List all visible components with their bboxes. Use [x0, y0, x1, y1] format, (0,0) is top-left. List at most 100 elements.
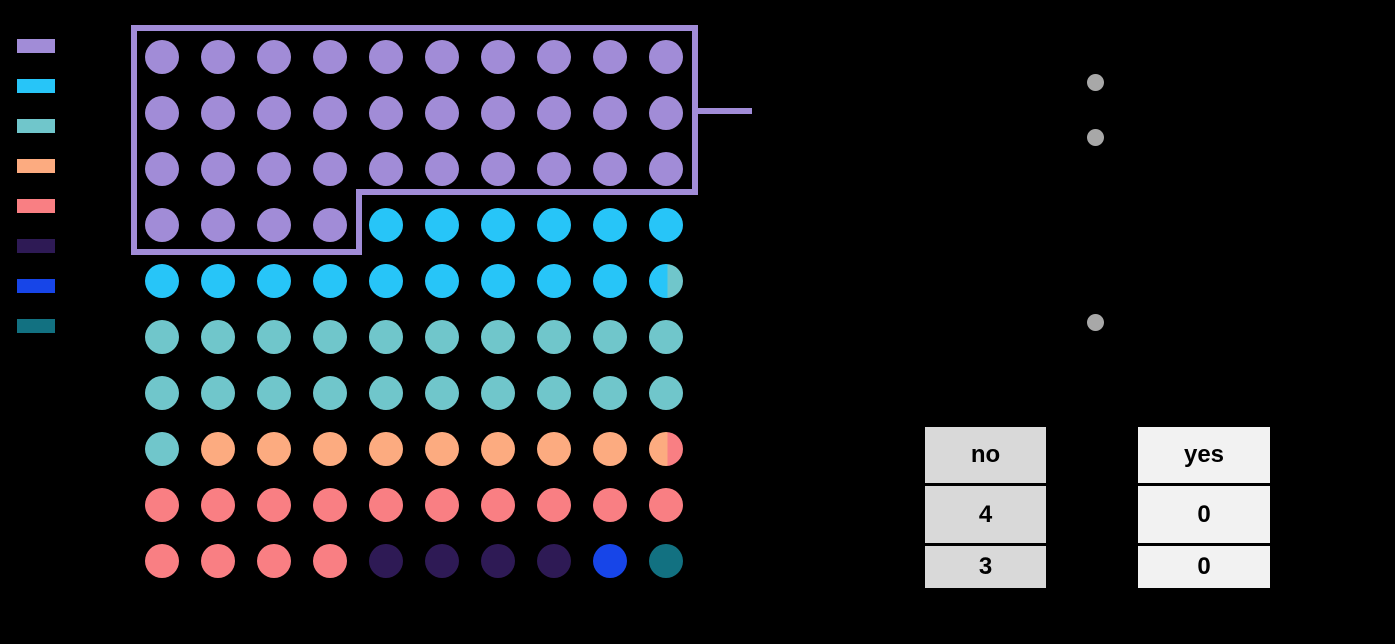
waffle-dot-purple	[649, 40, 683, 74]
waffle-dot-purple	[537, 96, 571, 130]
waffle-dot-cyan	[257, 264, 291, 298]
table-no-value-1: 4	[925, 486, 1046, 546]
waffle-dot-purple	[145, 152, 179, 186]
waffle-dot-orange	[425, 432, 459, 466]
table-yes-header: yes	[1138, 427, 1270, 486]
waffle-dot-purple	[313, 208, 347, 242]
waffle-dot-teal	[593, 376, 627, 410]
waffle-dot-teal	[481, 320, 515, 354]
waffle-dot-cyan	[425, 208, 459, 242]
waffle-dot-cyan	[481, 264, 515, 298]
waffle-dot-orange	[369, 432, 403, 466]
waffle-dot-orange	[537, 432, 571, 466]
waffle-dot-purple	[313, 40, 347, 74]
waffle-dot-purple	[257, 40, 291, 74]
waffle-dot-salmon	[201, 488, 235, 522]
waffle-dot-purple	[257, 96, 291, 130]
waffle-dot-teal	[257, 376, 291, 410]
table-no-header: no	[925, 427, 1046, 486]
waffle-dot-cyan	[425, 264, 459, 298]
waffle-dot-cyan	[369, 208, 403, 242]
waffle-dot-purple	[593, 96, 627, 130]
waffle-dot-split-cyan-teal	[649, 264, 683, 298]
legend-swatch-cyan	[17, 79, 55, 93]
waffle-dot-salmon	[313, 544, 347, 578]
waffle-dot-purple	[481, 96, 515, 130]
waffle-dot-dark_teal	[649, 544, 683, 578]
waffle-dot-salmon	[145, 488, 179, 522]
waffle-dot-cyan	[593, 264, 627, 298]
waffle-dot-dark_purple	[369, 544, 403, 578]
waffle-dot-purple	[145, 208, 179, 242]
waffle-dot-purple	[425, 152, 459, 186]
table-yes-value-1: 0	[1138, 486, 1270, 546]
waffle-dot-orange	[313, 432, 347, 466]
waffle-dot-cyan	[481, 208, 515, 242]
waffle-dot-purple	[201, 40, 235, 74]
waffle-dot-cyan	[369, 264, 403, 298]
waffle-dot-salmon	[593, 488, 627, 522]
waffle-dot-cyan	[649, 208, 683, 242]
legend-swatch-dark-teal	[17, 319, 55, 333]
waffle-dot-salmon	[257, 488, 291, 522]
waffle-dot-teal	[593, 320, 627, 354]
waffle-dot-purple	[201, 152, 235, 186]
waffle-dot-dark_purple	[537, 544, 571, 578]
waffle-dot-salmon	[649, 488, 683, 522]
waffle-dot-salmon	[369, 488, 403, 522]
legend-swatch-blue	[17, 279, 55, 293]
waffle-dot-teal	[537, 376, 571, 410]
waffle-dot-salmon	[537, 488, 571, 522]
waffle-dot-salmon	[425, 488, 459, 522]
legend-swatch-salmon	[17, 199, 55, 213]
waffle-dot-teal	[257, 320, 291, 354]
waffle-dot-orange	[201, 432, 235, 466]
waffle-dot-cyan	[537, 264, 571, 298]
waffle-dot-purple	[201, 208, 235, 242]
waffle-dot-purple	[369, 40, 403, 74]
tree-node	[1086, 128, 1104, 146]
waffle-dot-purple	[593, 152, 627, 186]
waffle-dot-cyan	[201, 264, 235, 298]
waffle-dot-teal	[425, 376, 459, 410]
waffle-dot-dark_purple	[481, 544, 515, 578]
table-yes: yes 0 0	[1138, 427, 1270, 588]
waffle-dot-teal	[201, 376, 235, 410]
waffle-dot-purple	[481, 152, 515, 186]
waffle-dot-split-orange-salmon	[649, 432, 683, 466]
waffle-dot-purple	[257, 152, 291, 186]
waffle-dot-teal	[537, 320, 571, 354]
waffle-dot-cyan	[145, 264, 179, 298]
legend-swatch-purple	[17, 39, 55, 53]
waffle-dot-teal	[313, 376, 347, 410]
waffle-dot-orange	[481, 432, 515, 466]
waffle-dot-cyan	[537, 208, 571, 242]
table-no: no 4 3	[925, 427, 1046, 588]
waffle-dot-teal	[425, 320, 459, 354]
waffle-dot-teal	[369, 376, 403, 410]
table-yes-value-2: 0	[1138, 546, 1270, 588]
waffle-dot-purple	[593, 40, 627, 74]
waffle-dot-teal	[313, 320, 347, 354]
table-no-value-2: 3	[925, 546, 1046, 588]
legend-swatch-teal	[17, 119, 55, 133]
waffle-dot-teal	[649, 376, 683, 410]
tree-node	[1086, 73, 1104, 91]
waffle-dot-orange	[257, 432, 291, 466]
waffle-dot-teal	[145, 376, 179, 410]
waffle-dot-salmon	[201, 544, 235, 578]
waffle-dot-orange	[593, 432, 627, 466]
waffle-dot-purple	[313, 152, 347, 186]
waffle-dot-purple	[369, 152, 403, 186]
tree-node	[1086, 313, 1104, 331]
waffle-dot-purple	[313, 96, 347, 130]
waffle-dot-salmon	[257, 544, 291, 578]
waffle-dot-purple	[201, 96, 235, 130]
waffle-dot-purple	[537, 152, 571, 186]
waffle-dot-purple	[649, 152, 683, 186]
waffle-dot-purple	[369, 96, 403, 130]
waffle-dot-purple	[145, 40, 179, 74]
waffle-dot-teal	[201, 320, 235, 354]
waffle-dot-purple	[537, 40, 571, 74]
